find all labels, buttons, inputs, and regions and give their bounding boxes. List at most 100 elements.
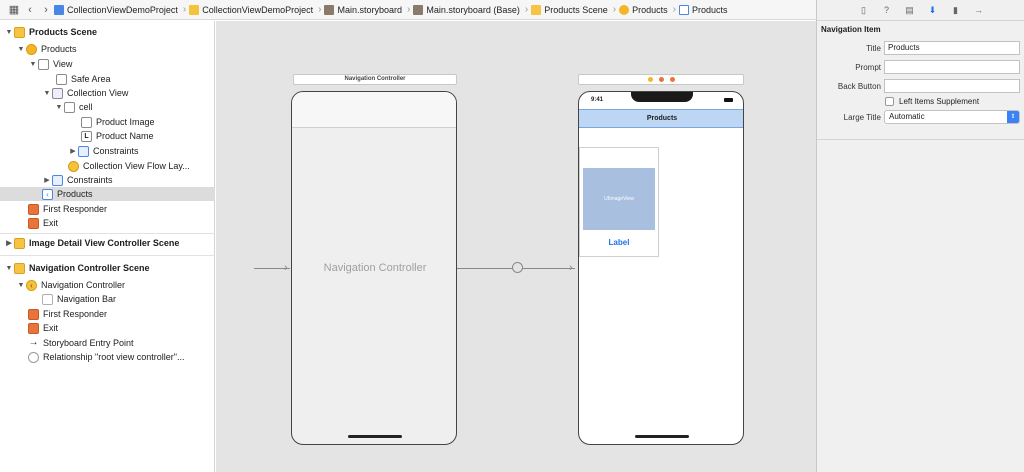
- folder-icon: [189, 4, 200, 15]
- grid-icon[interactable]: ▦: [8, 4, 20, 16]
- back-button-field[interactable]: [884, 79, 1020, 93]
- outline-row-image-detail-scene[interactable]: ▶ Image Detail View Controller Scene: [0, 236, 215, 250]
- disclosure-right-icon[interactable]: ▶: [44, 177, 50, 184]
- outline-row-collection-view[interactable]: ▼ Collection View: [43, 87, 129, 99]
- scene-icon: [14, 26, 25, 38]
- disclosure-right-icon[interactable]: ▶: [6, 240, 12, 247]
- outline-row-navigation-bar[interactable]: Navigation Bar: [0, 292, 215, 306]
- scene-icon: [14, 262, 25, 274]
- connections-inspector-icon[interactable]: →: [974, 5, 983, 15]
- storyboard-canvas[interactable]: › Navigation Controller 9:41 Navigation …: [216, 21, 816, 472]
- navigation-bar: [292, 92, 456, 128]
- first-responder-icon: [28, 203, 39, 215]
- products-phone[interactable]: 9:41 Products UIImageView Label: [578, 91, 744, 445]
- back-button-label: Back Button: [837, 82, 881, 91]
- disclosure-down-icon[interactable]: ▼: [55, 103, 63, 111]
- outline-row-cell[interactable]: ▼ cell: [55, 101, 93, 113]
- product-name-label[interactable]: Label: [608, 238, 630, 247]
- cell-icon: [64, 101, 75, 113]
- first-responder-dot-icon[interactable]: [658, 77, 664, 82]
- viewcontroller-dot-icon[interactable]: [647, 77, 653, 82]
- left-items-supplement-checkbox[interactable]: [885, 97, 894, 106]
- arrow-right-icon: →: [28, 336, 39, 348]
- constraints-icon: [52, 174, 63, 186]
- prompt-field[interactable]: [884, 60, 1020, 74]
- view-icon: [38, 58, 49, 70]
- section-title: Navigation Item: [821, 25, 881, 34]
- breadcrumb-storyboard-base[interactable]: Main.storyboard (Base): [413, 2, 520, 18]
- navigation-item-icon: [679, 4, 689, 15]
- outline-row-navigation-controller[interactable]: ▼ ‹ Navigation Controller: [17, 279, 126, 291]
- large-title-label: Large Title: [843, 113, 881, 122]
- exit-icon: [28, 217, 39, 229]
- forward-arrow-icon[interactable]: ›: [44, 3, 48, 16]
- outline-row-products-vc[interactable]: ▼ Products: [17, 43, 77, 55]
- title-label: Title: [866, 44, 881, 53]
- navigation-bar-icon: [42, 293, 53, 305]
- relationship-segue-icon: [28, 351, 39, 363]
- entry-point-arrow[interactable]: [254, 268, 290, 269]
- breadcrumb-project[interactable]: CollectionViewDemoProject: [54, 2, 178, 18]
- product-image-view[interactable]: UIImageView: [583, 168, 655, 230]
- outline-row-products-navigation-item[interactable]: ‹ Products: [0, 187, 215, 201]
- project-icon: [54, 4, 64, 15]
- inspector-tabs: ▯ ? ▤ ⬇ ▮ →: [817, 0, 1024, 21]
- breadcrumb-scene[interactable]: Products Scene: [531, 2, 608, 18]
- left-items-supplement-label: Left Items Supplement: [899, 97, 980, 106]
- large-title-select[interactable]: Automatic ⇕: [884, 110, 1020, 124]
- identity-inspector-icon[interactable]: ▤: [905, 4, 914, 15]
- outline-row-product-name[interactable]: L Product Name: [0, 129, 215, 143]
- navigation-controller-scene-bar[interactable]: Navigation Controller: [293, 74, 457, 85]
- outline-row-products-scene[interactable]: ▼ Products Scene: [5, 26, 98, 38]
- disclosure-down-icon[interactable]: ▼: [17, 281, 25, 289]
- outline-row-exit[interactable]: Exit: [0, 216, 215, 230]
- navigation-controller-label: Navigation Controller: [323, 262, 427, 274]
- outline-row-flow-layout[interactable]: Collection View Flow Lay...: [0, 159, 215, 173]
- outline-row-entry-point[interactable]: → Storyboard Entry Point: [28, 336, 134, 348]
- attributes-inspector-icon[interactable]: ⬇: [928, 4, 937, 15]
- outline-row-exit-2[interactable]: Exit: [0, 321, 215, 335]
- help-inspector-icon[interactable]: ?: [883, 5, 889, 15]
- relationship-segue-icon[interactable]: [512, 262, 523, 273]
- attributes-inspector: ▯ ? ▤ ⬇ ▮ → Navigation Item Title Produc…: [816, 0, 1024, 472]
- disclosure-down-icon[interactable]: ▼: [17, 45, 25, 53]
- outline-row-product-image[interactable]: Product Image: [0, 115, 215, 129]
- jump-bar: ▦ ‹ › CollectionViewDemoProject› Collect…: [0, 0, 816, 20]
- viewcontroller-icon: [26, 43, 37, 55]
- exit-icon: [28, 322, 39, 334]
- outline-row-safe-area[interactable]: Safe Area: [0, 72, 215, 86]
- outline-row-first-responder-2[interactable]: First Responder: [0, 307, 215, 321]
- scene-icon: [14, 237, 25, 249]
- outline-row-relationship[interactable]: Relationship "root view controller"...: [0, 350, 215, 364]
- breadcrumb-viewcontroller[interactable]: Products: [619, 2, 668, 18]
- arrow-head-icon: ›: [284, 262, 288, 274]
- flow-layout-icon: [68, 160, 79, 172]
- disclosure-right-icon[interactable]: ▶: [70, 148, 76, 155]
- label-icon: L: [81, 130, 92, 142]
- file-inspector-icon[interactable]: ▯: [861, 4, 866, 15]
- exit-dot-icon[interactable]: [669, 77, 675, 82]
- back-arrow-icon[interactable]: ‹: [28, 3, 32, 16]
- disclosure-down-icon[interactable]: ▼: [5, 28, 13, 36]
- disclosure-down-icon[interactable]: ▼: [43, 89, 51, 97]
- outline-row-cell-constraints[interactable]: ▶ Constraints: [0, 144, 215, 158]
- size-inspector-icon[interactable]: ▮: [953, 4, 958, 15]
- outline-row-view[interactable]: ▼ View: [29, 58, 73, 70]
- prompt-label: Prompt: [855, 63, 881, 72]
- breadcrumb-folder[interactable]: CollectionViewDemoProject: [189, 2, 313, 18]
- collection-view-cell[interactable]: UIImageView Label: [579, 147, 659, 257]
- title-field[interactable]: Products: [884, 41, 1020, 55]
- disclosure-down-icon[interactable]: ▼: [29, 60, 37, 68]
- scene-icon: [531, 4, 542, 15]
- navigation-controller-phone[interactable]: 9:41 Navigation Controller: [291, 91, 457, 445]
- constraints-icon: [78, 145, 89, 157]
- outline-row-navigation-controller-scene[interactable]: ▼ Navigation Controller Scene: [5, 262, 150, 274]
- products-navigation-bar[interactable]: Products: [579, 109, 743, 128]
- outline-row-first-responder[interactable]: First Responder: [0, 202, 215, 216]
- breadcrumb-storyboard[interactable]: Main.storyboard: [324, 2, 402, 18]
- outline-row-view-constraints[interactable]: ▶ Constraints: [0, 173, 215, 187]
- products-scene-bar[interactable]: [578, 74, 744, 85]
- image-view-icon: [81, 116, 92, 128]
- breadcrumb-navigation-item[interactable]: Products: [679, 2, 728, 18]
- disclosure-down-icon[interactable]: ▼: [5, 264, 13, 272]
